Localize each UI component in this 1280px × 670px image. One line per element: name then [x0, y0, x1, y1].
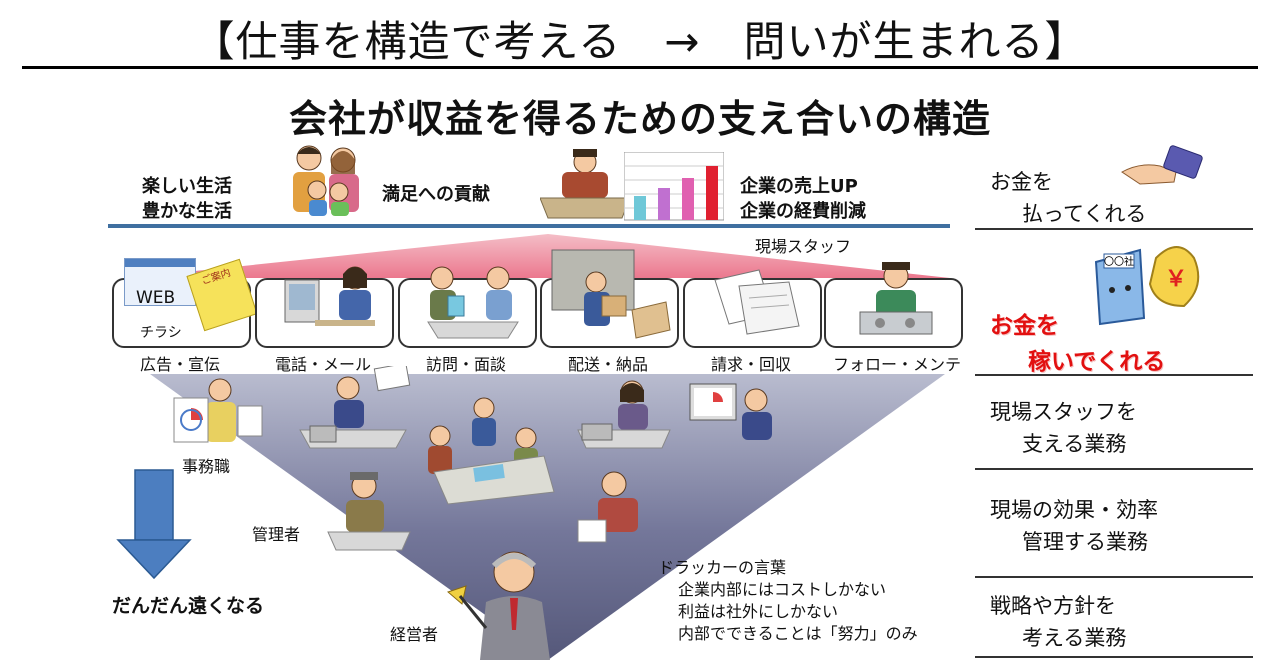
- side-divider-3: [975, 468, 1253, 470]
- delivery-illustration: [551, 249, 671, 339]
- sales-chart-icon: [624, 152, 724, 221]
- drucker-line-3: 内部でできることは「努力」のみ: [678, 624, 918, 643]
- field-staff-label: 現場スタッフ: [755, 237, 852, 256]
- header-title: 【仕事を構造で考える → 問いが生まれる】: [192, 17, 1088, 66]
- flyer-label: チラシ: [140, 325, 182, 341]
- side-support: 現場スタッフを 支える業務: [990, 400, 1137, 456]
- task-label-invoice: 請求・回収: [710, 355, 791, 374]
- role-label-manager: 管理者: [252, 525, 301, 544]
- distance-label: だんだん遠くなる: [112, 595, 265, 617]
- task-label-visit: 訪問・面談: [425, 355, 506, 374]
- side-divider-5: [975, 656, 1253, 658]
- life-label: 楽しい生活 豊かな生活: [142, 176, 232, 222]
- executive-desk-icon: [540, 149, 630, 219]
- analyst-icon: [689, 383, 772, 440]
- svg-text:￥: ￥: [1165, 267, 1187, 292]
- side-pay: お金を 払ってくれる: [990, 170, 1147, 226]
- company-benefit-label: 企業の売上UP 企業の経費削減: [740, 176, 866, 222]
- main-title: 会社が収益を得るための支え合いの構造: [288, 97, 991, 141]
- office-desk-worker-icon: [299, 366, 411, 449]
- task-box-advertising: WEB チラシ ご案内: [112, 258, 258, 348]
- drucker-line-1: 企業内部にはコストしかない: [678, 580, 887, 599]
- task-label-phone: 電話・メール: [274, 355, 371, 374]
- drucker-quote: ドラッカーの言葉 企業内部にはコストしかない 利益は社外にしかない 内部でできる…: [658, 557, 918, 645]
- phone-email-illustration: [284, 266, 375, 326]
- svg-text:〇〇社: 〇〇社: [1104, 255, 1134, 268]
- maintenance-illustration: [859, 262, 933, 335]
- task-box-phone: [255, 266, 394, 348]
- task-box-maintenance: [824, 262, 963, 348]
- task-label-delivery: 配送・納品: [567, 355, 648, 374]
- contribution-label: 満足への貢献: [382, 184, 490, 205]
- meeting-illustration: [427, 266, 519, 339]
- task-box-visit: [398, 266, 537, 348]
- executive-icon: [447, 551, 550, 660]
- side-divider-2: [975, 374, 1253, 376]
- clerk-desk-icon: [577, 380, 671, 449]
- customer-divider: [108, 224, 950, 228]
- side-manage: 現場の効果・効率 管理する業務: [990, 498, 1158, 554]
- payment-hand-icon: [1121, 145, 1203, 185]
- task-label-maintenance: フォロー・メンテ: [832, 355, 961, 374]
- web-label: WEB: [136, 288, 176, 308]
- task-label-advertising: 広告・宣伝: [139, 355, 220, 374]
- side-divider-4: [975, 576, 1253, 578]
- senior-manager-icon: [577, 471, 638, 543]
- value-fan: [128, 234, 950, 278]
- drucker-title: ドラッカーの言葉: [658, 558, 787, 577]
- office-worker-icon: [173, 378, 263, 443]
- family-icon: [293, 145, 359, 216]
- role-label-office: 事務職: [182, 457, 231, 476]
- task-box-invoice: [683, 269, 822, 348]
- role-label-executive: 経営者: [390, 625, 439, 644]
- invoice-illustration: [714, 269, 800, 335]
- earning-company-icon: 〇〇社 ￥: [1094, 246, 1200, 326]
- task-box-delivery: [540, 249, 679, 348]
- header-rule: [22, 66, 1258, 69]
- team-meeting-icon: [428, 397, 555, 505]
- distance-arrow-icon: [116, 469, 192, 580]
- side-strategy: 戦略や方針を 考える業務: [990, 594, 1127, 650]
- side-divider-1: [975, 228, 1253, 230]
- drucker-line-2: 利益は社外にしかない: [678, 602, 839, 621]
- side-earn: お金を 稼いでくれる: [990, 313, 1166, 375]
- manager-icon: [327, 472, 411, 551]
